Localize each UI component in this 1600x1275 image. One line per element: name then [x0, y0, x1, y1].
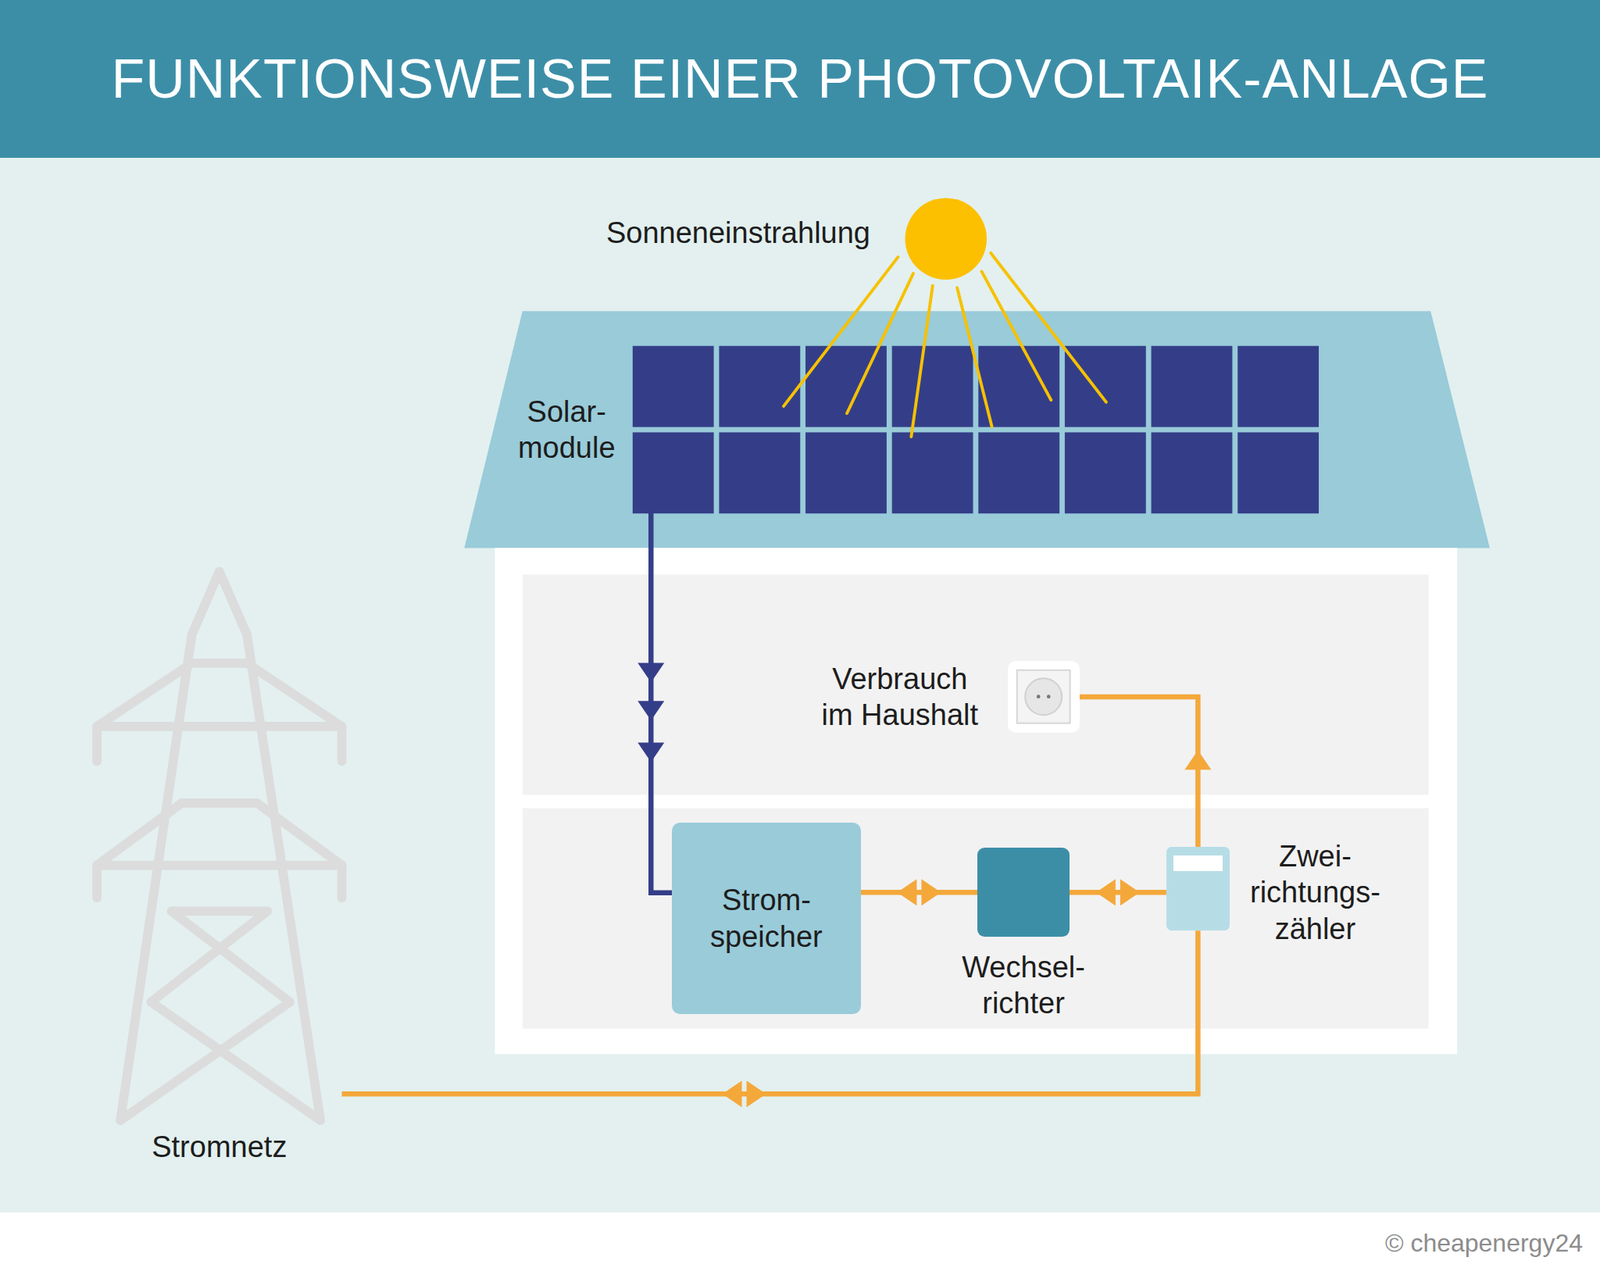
solar-cell	[1237, 346, 1319, 428]
solar-cell	[718, 346, 800, 428]
power-grid-pylon: Stromnetz	[96, 568, 342, 1123]
solar-cell	[1151, 432, 1233, 514]
meter-box: Zwei- richtungs- zähler	[1166, 846, 1230, 931]
solar-cell	[805, 432, 887, 514]
connector	[1069, 878, 1167, 906]
node-label: Verbrauch im Haushalt	[817, 660, 983, 734]
solar-cell	[632, 432, 715, 514]
arrowhead	[637, 700, 665, 721]
arrowhead	[1120, 878, 1140, 906]
arrowhead	[896, 878, 917, 906]
watermark: © cheapenergy24	[1385, 1228, 1583, 1258]
socket-pin	[1036, 695, 1041, 700]
solar-cell	[892, 346, 974, 428]
solar-cell	[1064, 432, 1147, 514]
connector-line	[1079, 696, 1199, 847]
socket-icon	[1007, 660, 1079, 733]
node-label: Strom- speicher	[671, 882, 861, 955]
inverter-box: Wechsel- richter	[977, 847, 1070, 937]
socket-well	[1025, 678, 1063, 716]
sun-label: Sonneneinstrahlung	[606, 216, 871, 250]
connector	[637, 513, 672, 893]
solar-panels	[632, 346, 1319, 514]
node-label: Stromnetz	[151, 1128, 287, 1165]
arrowhead	[722, 1080, 743, 1108]
socket-pin	[1046, 695, 1051, 700]
house	[494, 547, 1458, 1054]
arrowhead	[1096, 878, 1116, 906]
node-label: Solar- module	[517, 393, 616, 467]
solar-cell	[1151, 346, 1233, 428]
solar-cell	[718, 432, 800, 514]
solar-cell	[632, 346, 715, 428]
solar-cell	[978, 432, 1060, 514]
battery-box: Strom- speicher	[671, 822, 861, 1015]
connector-line	[860, 889, 979, 896]
meter-display	[1173, 855, 1223, 872]
lower-floor	[522, 807, 1429, 1029]
title: FUNKTIONSWEISE EINER PHOTOVOLTAIK-ANLAGE	[110, 47, 1489, 111]
solar-cell	[892, 432, 974, 514]
socket-plate	[1017, 670, 1071, 724]
sun	[905, 197, 987, 279]
connector-line	[1069, 889, 1167, 896]
socket: Verbrauch im Haushalt	[1007, 660, 1079, 733]
solar-cell	[978, 346, 1060, 428]
arrowhead	[637, 742, 665, 763]
arrowhead	[921, 878, 941, 906]
upper-floor	[522, 574, 1429, 795]
sun-rays	[783, 253, 1107, 437]
pylon	[96, 571, 342, 1121]
roof	[464, 310, 1490, 548]
arrowhead	[637, 663, 665, 683]
arrowhead	[1184, 750, 1211, 770]
solar-cell	[1064, 346, 1147, 428]
arrowhead	[746, 1080, 767, 1108]
node-label: Zwei- richtungs- zähler	[1250, 838, 1381, 947]
connector	[860, 878, 979, 906]
solar-cell	[1237, 432, 1319, 514]
solar-module-array: Solar- module	[632, 346, 1323, 514]
connector	[1079, 696, 1212, 847]
node-label: Wechsel- richter	[961, 949, 1086, 1022]
title-band: FUNKTIONSWEISE EINER PHOTOVOLTAIK-ANLAGE	[0, 0, 1600, 158]
